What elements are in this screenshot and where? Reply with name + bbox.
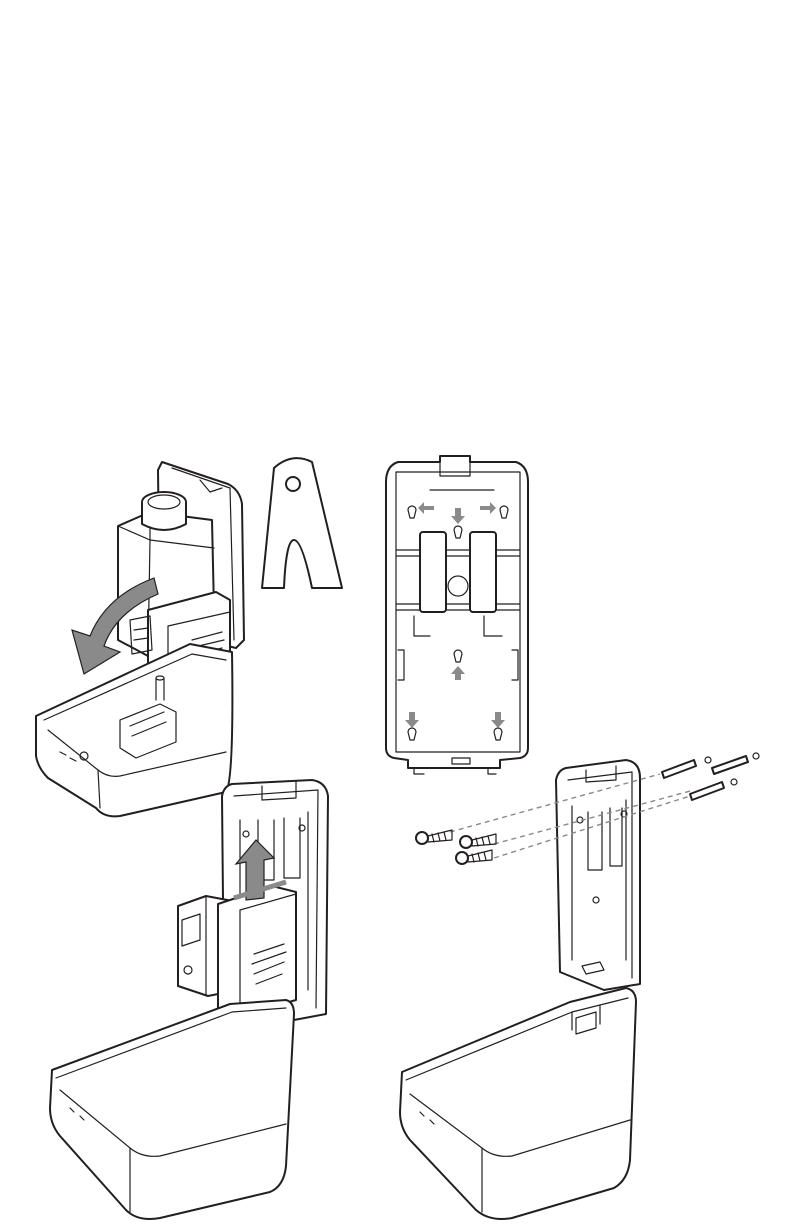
panel-backplate [386,456,528,774]
panel-insert-pump [50,780,328,1219]
bottle-cap [142,502,186,530]
screw-icon [416,830,496,864]
right-strap [470,532,496,612]
panel-wall-mount [400,753,759,1219]
left-strap [420,532,446,612]
panel-open-tilt [36,462,244,816]
dispenser-base [36,644,232,816]
wall-backplate [556,760,640,990]
key-tool-icon [262,458,342,588]
wall-anchor-icon [662,753,759,800]
dispenser-base-front [50,1000,294,1219]
panel-mounting-key [262,458,342,588]
